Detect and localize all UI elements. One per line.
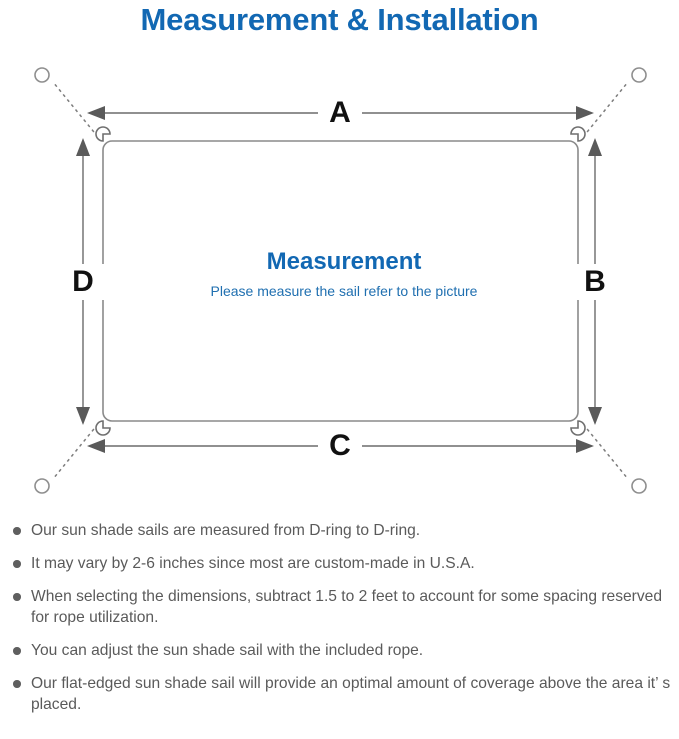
d-ring-bottom-right: [570, 420, 586, 436]
rope-top-left: [52, 81, 99, 138]
sail-body: [102, 140, 579, 422]
note-text: Our sun shade sails are measured from D-…: [31, 522, 421, 539]
dimension-b-arrow-top: [588, 138, 602, 156]
anchor-ring-bottom-right: [631, 478, 647, 494]
note-text: You can adjust the sun shade sail with t…: [31, 642, 424, 659]
diagram-center-subtext: Please measure the sail refer to the pic…: [211, 283, 478, 299]
list-item: Our flat-edged sun shade sail will provi…: [0, 673, 679, 715]
rope-top-right: [582, 81, 629, 138]
list-item: When selecting the dimensions, subtract …: [0, 586, 679, 628]
dimension-b-label: B: [584, 265, 606, 298]
anchor-ring-top-right: [631, 67, 647, 83]
rope-bottom-left: [52, 423, 99, 480]
dimension-a-arrow-right: [576, 106, 594, 120]
dimension-a-arrow-left: [87, 106, 105, 120]
dimension-c-label-bg: [318, 428, 362, 464]
dimension-a: A: [87, 95, 594, 131]
dimension-c: C: [87, 428, 594, 464]
dimension-c-arrow-right: [576, 439, 594, 453]
rope-bottom-right: [582, 423, 629, 480]
bullet-icon: [13, 680, 21, 688]
bullet-icon: [13, 527, 21, 535]
list-item: It may vary by 2-6 inches since most are…: [0, 553, 679, 574]
d-ring-top-right: [570, 126, 586, 142]
dimension-b-label-bg: [574, 264, 616, 300]
note-text: Our flat-edged sun shade sail will provi…: [31, 675, 671, 713]
dimension-d-arrow-bottom: [76, 407, 90, 425]
list-item: Our sun shade sails are measured from D-…: [0, 520, 679, 541]
dimension-a-label: A: [329, 96, 351, 129]
d-ring-bottom-left: [95, 420, 111, 436]
page-title: Measurement & Installation: [140, 2, 539, 37]
note-text: When selecting the dimensions, subtract …: [31, 588, 663, 626]
measurement-diagram: A C D B Measurement Please meas: [0, 52, 679, 512]
dimension-d: D: [62, 138, 104, 425]
anchor-ring-bottom-left: [34, 478, 50, 494]
dimension-a-label-bg: [318, 95, 362, 131]
anchor-ring-top-left: [34, 67, 50, 83]
list-item: You can adjust the sun shade sail with t…: [0, 640, 679, 661]
dimension-d-label: D: [72, 265, 94, 298]
bullet-icon: [13, 560, 21, 568]
notes-list: Our sun shade sails are measured from D-…: [0, 520, 679, 727]
d-ring-top-left: [95, 126, 111, 142]
diagram-center-heading: Measurement: [267, 248, 422, 275]
dimension-b: B: [574, 138, 616, 425]
dimension-c-arrow-left: [87, 439, 105, 453]
dimension-b-arrow-bottom: [588, 407, 602, 425]
dimension-d-label-bg: [62, 264, 104, 300]
dimension-d-arrow-top: [76, 138, 90, 156]
bullet-icon: [13, 593, 21, 601]
dimension-c-label: C: [329, 429, 351, 462]
note-text: It may vary by 2-6 inches since most are…: [31, 555, 475, 572]
bullet-icon: [13, 647, 21, 655]
